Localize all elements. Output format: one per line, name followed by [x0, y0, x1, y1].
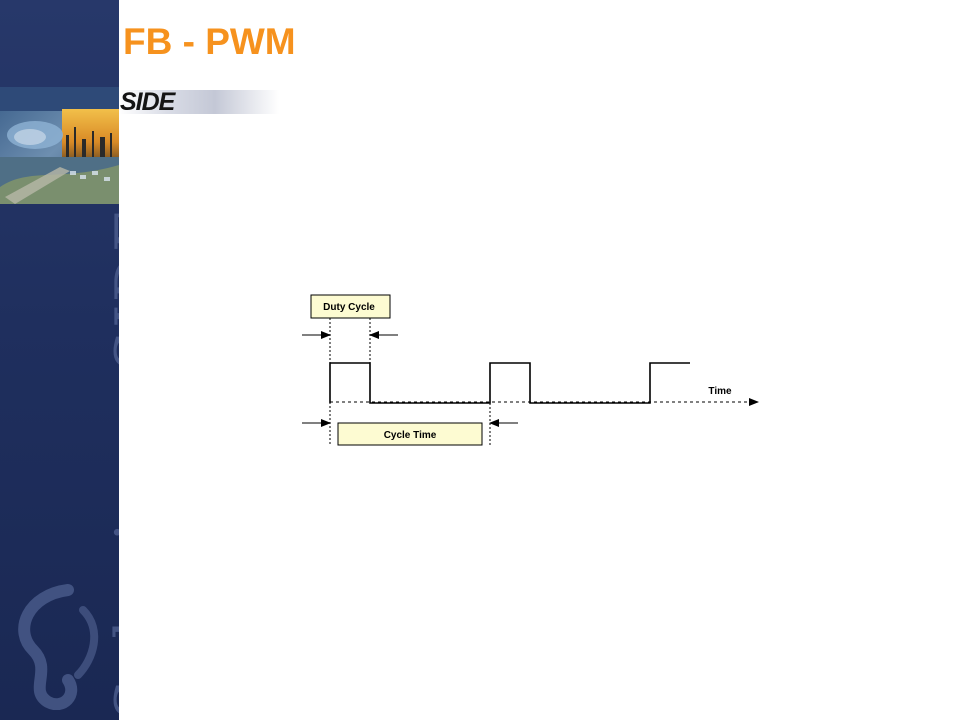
time-axis-label: Time [708, 386, 732, 397]
swirl-logo-icon [18, 584, 99, 710]
side-logo: SIDE [120, 88, 175, 116]
cycle-time-label: Cycle Time [384, 430, 437, 441]
logo-strip [119, 90, 279, 114]
pwm-waveform [329, 362, 690, 404]
cycle-time-label-box: Cycle Time [337, 422, 483, 446]
photo-banner [0, 87, 119, 204]
duty-cycle-label-box: Duty Cycle [310, 294, 391, 319]
photo-collage-image [0, 87, 119, 204]
page-title: FB - PWM [123, 21, 296, 62]
duty-cycle-label: Duty Cycle [323, 302, 375, 313]
